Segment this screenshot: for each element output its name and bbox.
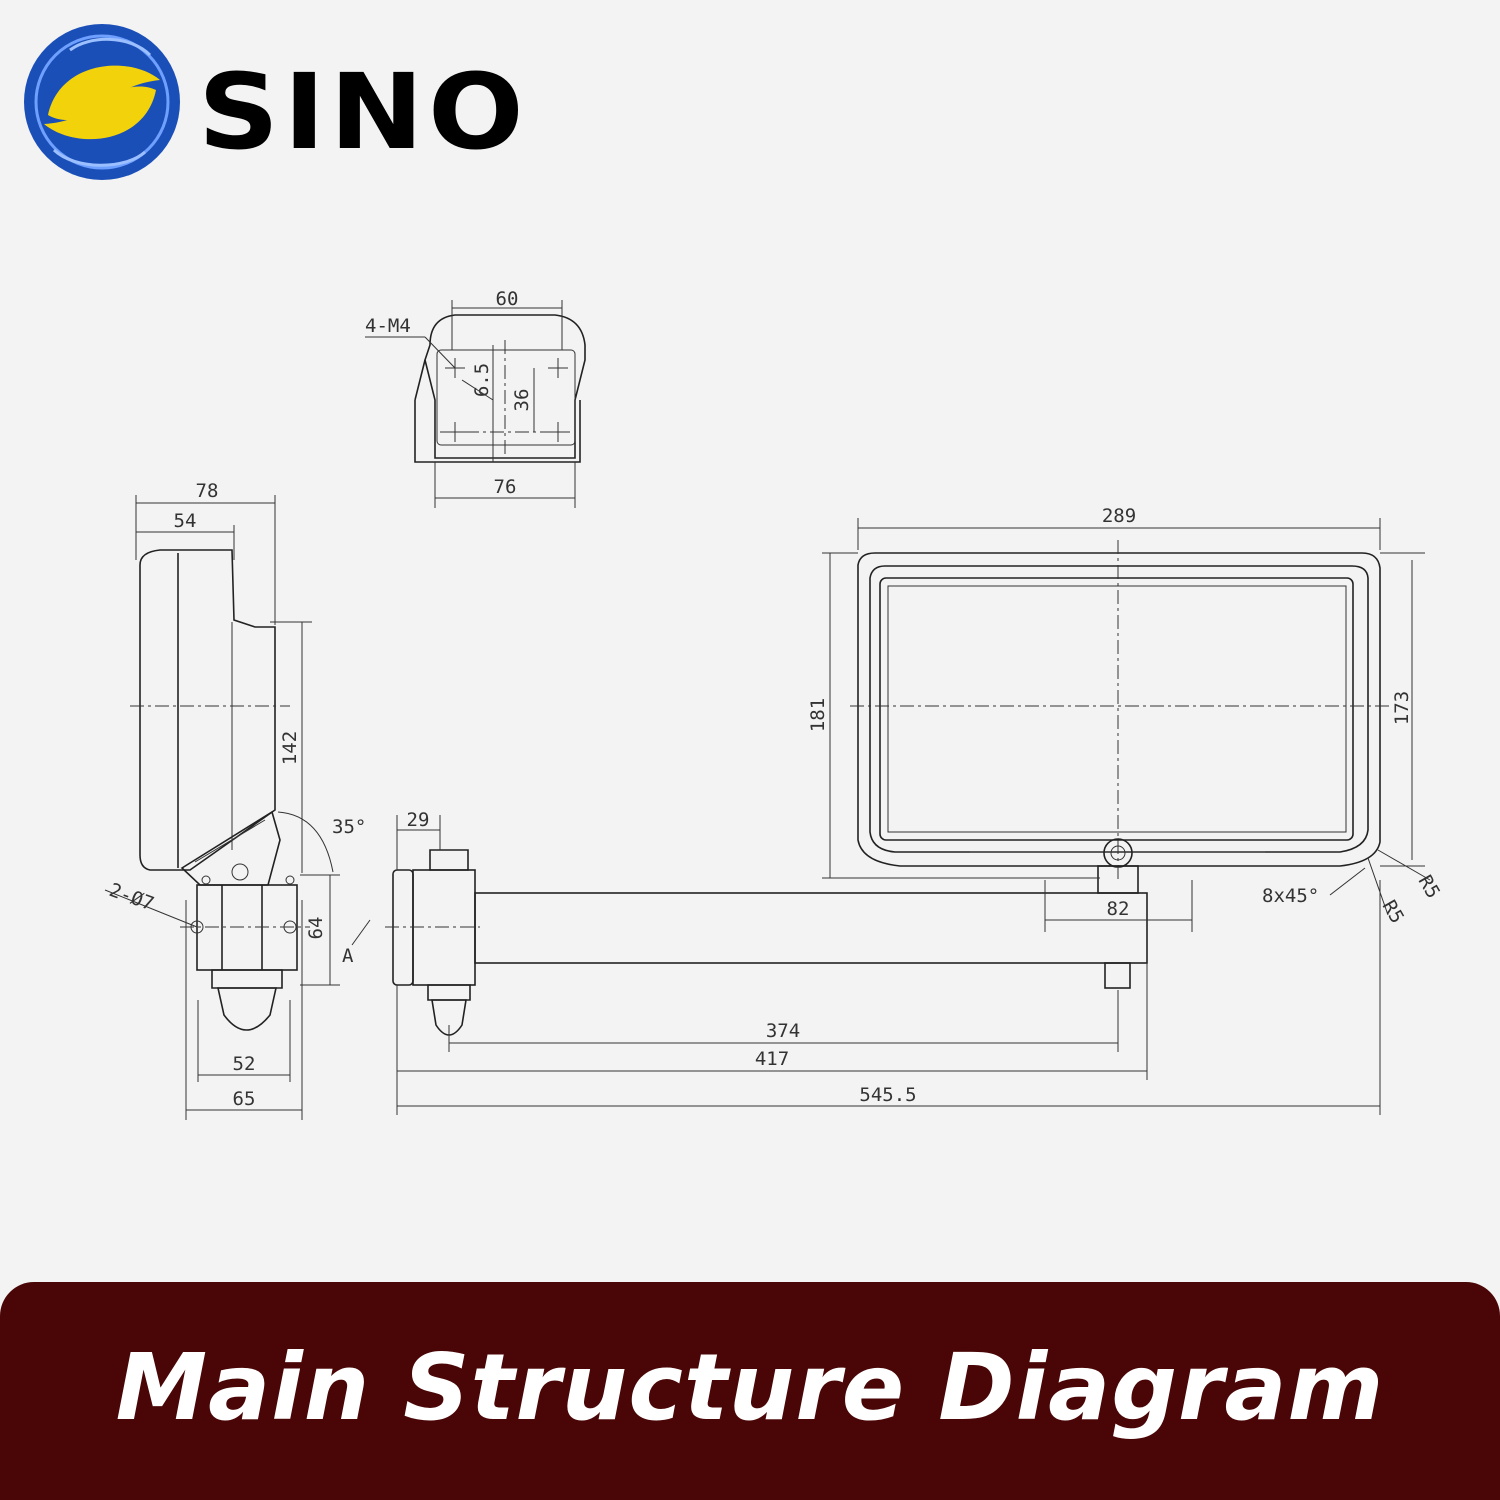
dim-total-length: 545.5 bbox=[859, 1084, 916, 1106]
dim-screen-height-inner: 173 bbox=[1391, 691, 1413, 725]
dim-tilt-angle: 35° bbox=[332, 816, 366, 838]
dim-side-depth-inner: 54 bbox=[174, 510, 197, 532]
dim-holes: 2-Ø7 bbox=[106, 879, 157, 915]
dim-side-height: 142 bbox=[279, 731, 301, 765]
dim-screen-height-outer: 181 bbox=[807, 698, 829, 732]
title-banner: Main Structure Diagram bbox=[0, 1282, 1500, 1500]
dim-radius-a: R5 bbox=[1414, 872, 1444, 903]
dim-mount-width: 82 bbox=[1107, 898, 1130, 920]
dim-side-depth: 78 bbox=[196, 480, 219, 502]
front-view: 29 289 181 173 R5 R5 8x45° bbox=[385, 505, 1444, 1115]
dim-thread: 4-M4 bbox=[365, 315, 411, 337]
dim-hole-offset: 6.5 bbox=[471, 363, 493, 397]
dim-bottom-width: 76 bbox=[494, 476, 517, 498]
dim-radius-b: R5 bbox=[1378, 897, 1408, 928]
dim-top-width: 60 bbox=[496, 288, 519, 310]
dim-arm-pivot: 374 bbox=[766, 1020, 800, 1042]
banner-title: Main Structure Diagram bbox=[115, 1334, 1385, 1441]
dim-arm-length: 417 bbox=[755, 1048, 789, 1070]
side-view: 78 54 142 35° 2-Ø7 64 A bbox=[104, 480, 371, 1120]
dim-screen-width: 289 bbox=[1102, 505, 1136, 527]
dim-chamfer: 8x45° bbox=[1262, 885, 1319, 907]
dim-bracket-inner: 52 bbox=[233, 1053, 256, 1075]
mount-plate-top-view: 60 4-M4 6.5 36 76 bbox=[365, 288, 586, 508]
brand-name: SINO bbox=[198, 51, 528, 173]
label-view-a: A bbox=[342, 945, 354, 967]
dim-arm-width: 29 bbox=[407, 809, 430, 831]
dim-bracket-height: 64 bbox=[305, 917, 327, 940]
sino-emblem-icon bbox=[24, 24, 180, 180]
dim-hole-spacing: 36 bbox=[511, 389, 533, 412]
sino-logo: SINO bbox=[24, 24, 528, 180]
dim-bracket-outer: 65 bbox=[233, 1088, 256, 1110]
